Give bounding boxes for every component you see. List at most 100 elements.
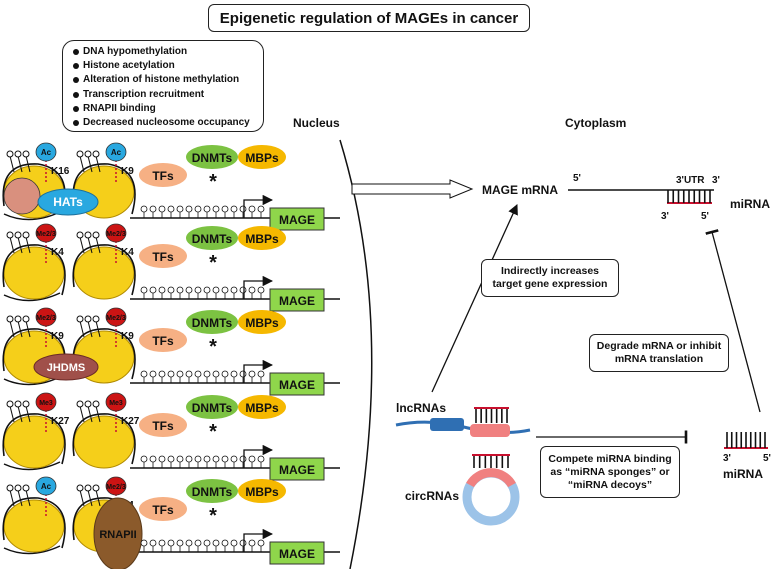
- histone-tail: [79, 155, 85, 173]
- cpg-site: [158, 286, 166, 294]
- histone-mark-label: Me3: [39, 400, 53, 407]
- cpg-site: [158, 205, 166, 213]
- dna-wrap: [2, 497, 66, 549]
- cpg-site: [140, 539, 148, 547]
- cpg-site: [167, 455, 175, 463]
- dna-strand: [3, 461, 61, 471]
- lysine-site-label: K27: [121, 416, 140, 427]
- cpg-site: [167, 205, 175, 213]
- histone-tail: [95, 236, 101, 254]
- tss-arrow: [243, 359, 274, 383]
- tfs-label: TFs: [152, 419, 174, 433]
- tfs-blob: [139, 328, 187, 352]
- cpg-site: [167, 286, 175, 294]
- dnmts-blob: [186, 310, 238, 334]
- cpg-site: [212, 370, 220, 378]
- dnmts-label: DNMTs: [192, 401, 233, 415]
- mechanism-item: Histone acetylation: [73, 59, 257, 73]
- histone-tail: [79, 236, 85, 254]
- mrna-utr-label: 3'UTR: [676, 175, 705, 186]
- cpg-site: [194, 286, 202, 294]
- cpg-site: [239, 286, 247, 294]
- cpg-site: [212, 455, 220, 463]
- cpg-site: [248, 370, 256, 378]
- cpg-site: [185, 455, 193, 463]
- histone-tail-end: [84, 315, 92, 323]
- nucleosome: [3, 499, 65, 553]
- blocked-marker: *: [209, 336, 217, 358]
- cpg-site: [257, 455, 265, 463]
- histone-tail-end: [84, 400, 92, 408]
- lncrna-label: lncRNAs: [396, 401, 446, 415]
- histone-tail: [17, 489, 23, 507]
- histone-mark: [35, 392, 57, 412]
- mirna-top-five-prime: 5': [701, 211, 709, 222]
- dnmts-label: DNMTs: [192, 151, 233, 165]
- histone-tail-end: [22, 484, 30, 492]
- gene-box: [269, 541, 325, 565]
- mbps-blob: [238, 479, 286, 503]
- dnmts-label: DNMTs: [192, 232, 233, 246]
- dnmts-blob: [186, 479, 238, 503]
- cpg-site: [185, 370, 193, 378]
- histone-tail: [87, 236, 93, 254]
- histone-tail: [87, 155, 93, 173]
- histone-tail-end: [92, 150, 100, 158]
- cpg-site: [230, 539, 238, 547]
- cpg-site: [158, 539, 166, 547]
- export-arrow: [351, 179, 474, 199]
- cpg-site: [203, 455, 211, 463]
- cpg-site: [212, 539, 220, 547]
- cpg-site: [203, 370, 211, 378]
- histone-tail: [9, 155, 15, 173]
- cpg-site: [257, 286, 265, 294]
- histone-tail-end: [76, 315, 84, 323]
- cpg-site: [140, 370, 148, 378]
- cpg-site: [194, 205, 202, 213]
- cpg-site: [230, 205, 238, 213]
- cpg-site: [176, 286, 184, 294]
- histone-tail-end: [14, 484, 22, 492]
- gene-box: [269, 457, 325, 481]
- cpg-site: [221, 286, 229, 294]
- dna-strand: [3, 292, 61, 302]
- mbps-blob: [238, 145, 286, 169]
- mirna-top-three-prime: 3': [661, 211, 669, 222]
- cpg-site: [158, 370, 166, 378]
- circrna-glyph: [462, 454, 520, 526]
- histone-tail-end: [6, 484, 14, 492]
- cpg-site: [185, 205, 193, 213]
- inhibition-arrow: [705, 229, 761, 413]
- histone-mark: [105, 392, 127, 412]
- tfs-label: TFs: [152, 334, 174, 348]
- mbps-blob: [238, 310, 286, 334]
- histone-tail: [87, 405, 93, 423]
- mirna-free-glyph: [724, 432, 768, 449]
- histone-tail: [9, 489, 15, 507]
- histone-tail-end: [76, 231, 84, 239]
- cpg-site: [257, 370, 265, 378]
- degrade-note: Degrade mRNA or inhibit mRNA translation: [589, 334, 729, 372]
- gene-label: MAGE: [279, 294, 315, 308]
- dna-wrap: [72, 163, 136, 215]
- histone-tail-end: [14, 315, 22, 323]
- enzyme-label: RNAPII: [99, 529, 136, 541]
- tfs-label: TFs: [152, 503, 174, 517]
- cpg-site: [149, 370, 157, 378]
- blocked-marker: *: [209, 421, 217, 443]
- cpg-site: [149, 286, 157, 294]
- tss-arrow: [243, 194, 274, 218]
- mechanism-item: RNAPII binding: [73, 102, 257, 116]
- histone-tail-end: [14, 150, 22, 158]
- lysine-site-label: K4: [51, 247, 64, 258]
- tss-arrow: [243, 275, 274, 299]
- indirect-note: Indirectly increases target gene express…: [481, 259, 619, 297]
- cytoplasm-label: Cytoplasm: [565, 116, 626, 130]
- mrna-three-prime: 3': [712, 175, 720, 186]
- lncrna-glyph: [395, 407, 531, 437]
